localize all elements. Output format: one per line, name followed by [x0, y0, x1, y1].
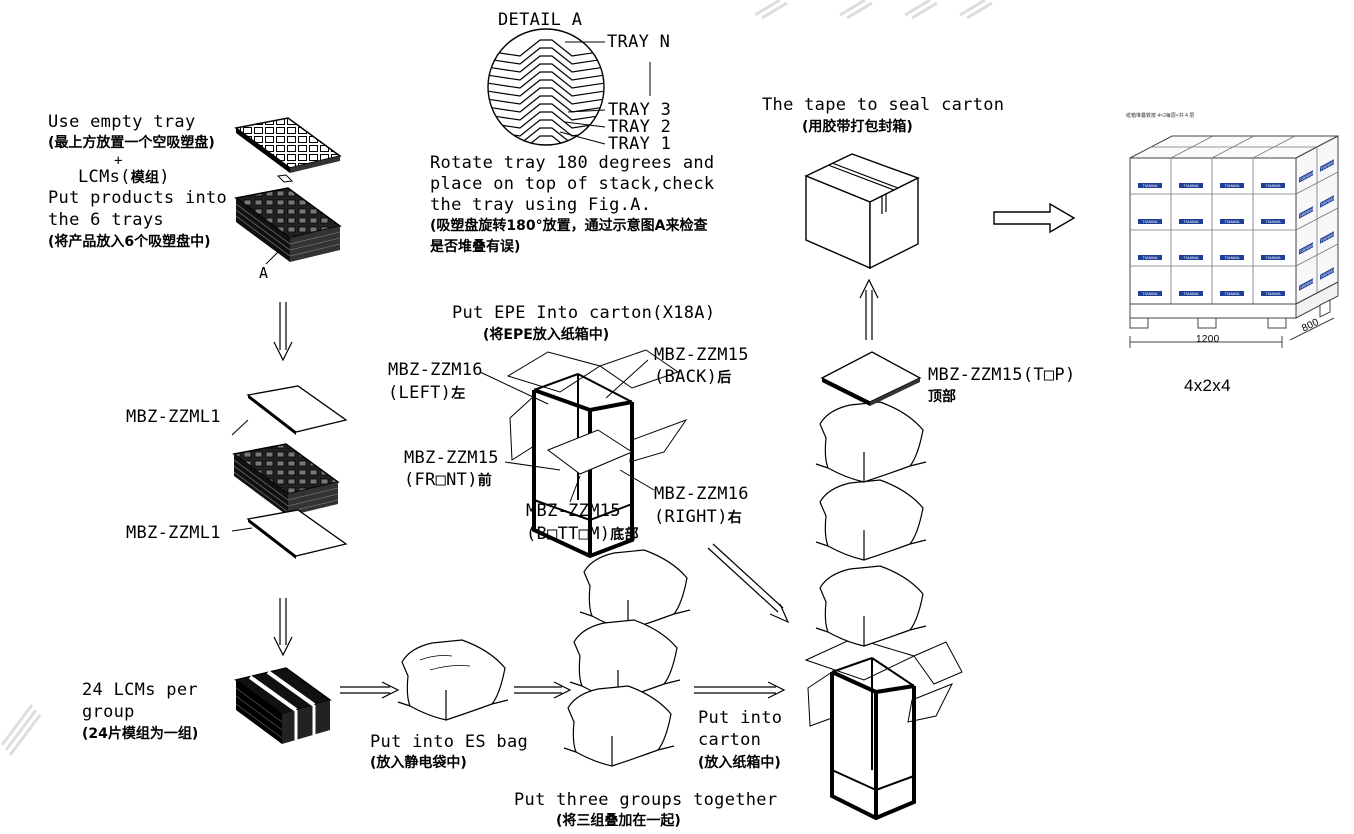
pallet-caption: 4x2x4	[1184, 376, 1231, 395]
es-bag-text: Put into ES bag	[370, 732, 529, 752]
detail-a-circle	[480, 29, 650, 152]
epe-bottom-code: MBZ-ZZM15	[526, 501, 621, 521]
pallet-drawing	[1130, 136, 1338, 348]
detail-a-title: DETAIL A	[498, 10, 583, 30]
tray-2-label: TRAY 2	[608, 117, 672, 137]
group-cn: (24片模组为一组)	[82, 726, 199, 742]
plus-sign: +	[114, 153, 123, 169]
epe-front-pos: (FR□NT)前	[404, 470, 493, 490]
epe-back-pos: (BACK)后	[654, 367, 732, 387]
epe-title: Put EPE Into carton(X18A)	[452, 303, 716, 323]
tray-stack-middle	[234, 444, 338, 516]
epe-carton-drawing	[480, 350, 686, 556]
epe-back-code: MBZ-ZZM15	[654, 345, 749, 365]
down-arrow-2	[274, 598, 292, 655]
top-epe-sheet	[822, 352, 920, 406]
detail-a-marker: A	[259, 264, 269, 282]
epe-cn: (将EPE放入纸箱中)	[483, 327, 610, 343]
hollow-arrow	[994, 204, 1074, 232]
lcm-group-drawing	[236, 668, 330, 744]
into-carton-text-2: carton	[698, 730, 762, 750]
rotate-cn-2: 是否堆叠有误)	[430, 239, 521, 255]
use-empty-tray-cn: (最上方放置一个空吸塑盘)	[48, 135, 215, 151]
empty-tray-drawing	[236, 118, 340, 182]
epe-right-code: MBZ-ZZM16	[654, 484, 749, 504]
up-arrow	[860, 280, 878, 340]
into-carton-cn: (放入纸箱中)	[698, 755, 781, 771]
watermark-marks	[2, 0, 992, 755]
tray-1-label: TRAY 1	[608, 134, 672, 154]
group-text-2: group	[82, 702, 135, 722]
into-carton-text-1: Put into	[698, 708, 783, 728]
tray-n-label: TRAY N	[607, 32, 671, 52]
three-groups-text: Put three groups together	[514, 790, 778, 810]
right-arrow-2	[514, 682, 570, 698]
es-bag-cn: (放入静电袋中)	[370, 755, 467, 771]
tape-cn: (用胶带打包封箱)	[802, 119, 913, 135]
six-trays-text: the 6 trays	[48, 210, 164, 230]
six-trays-cn: (将产品放入6个吸塑盘中)	[48, 234, 211, 250]
down-arrow-1	[274, 302, 292, 360]
stacked-packages-right	[816, 402, 926, 646]
rotate-text-3: the tray using Fig.A.	[430, 195, 652, 215]
diagonal-arrow	[708, 544, 788, 622]
epe-left-pos: (LEFT)左	[388, 383, 466, 403]
use-empty-tray-text: Use empty tray	[48, 112, 196, 132]
epe-right-pos: (RIGHT)右	[654, 507, 743, 527]
tray-stack-drawing	[236, 188, 340, 264]
es-bag-drawing	[398, 640, 508, 720]
separator-sheet-lower	[248, 510, 346, 559]
final-carton-drawing	[806, 638, 962, 818]
sealed-carton-drawing	[806, 154, 918, 268]
pallet-dim-1200: 1200	[1196, 334, 1220, 345]
epe-left-code: MBZ-ZZM16	[388, 360, 483, 380]
group-text-1: 24 LCMs per	[82, 680, 198, 700]
top-epe-code: MBZ-ZZM15(T□P)	[928, 365, 1076, 385]
rotate-text-1: Rotate tray 180 degrees and	[430, 153, 715, 173]
tray-3-label: TRAY 3	[608, 100, 672, 120]
stack-sheet-upper-label: MBZ-ZZML1	[126, 407, 221, 427]
rotate-cn-1: (吸塑盘旋转180°放置，通过示意图A来检查	[430, 218, 708, 234]
top-epe-cn: 顶部	[928, 389, 956, 405]
lcms-text: LCMs(模组)	[78, 167, 170, 187]
separator-sheet-upper	[248, 386, 346, 435]
tape-text: The tape to seal carton	[762, 95, 1005, 115]
stack-sheet-lower-label: MBZ-ZZML1	[126, 523, 221, 543]
put-products-text: Put products into	[48, 188, 228, 208]
epe-bottom-pos: (B□TT□M)底部	[526, 524, 639, 544]
epe-front-code: MBZ-ZZM15	[404, 448, 499, 468]
three-groups-drawing	[564, 550, 690, 766]
pallet-header: 纸箱堆叠数按 4×2每层×共 4 层	[1126, 113, 1195, 119]
three-groups-cn: (将三组叠加在一起)	[556, 813, 681, 829]
right-arrow-1	[340, 682, 398, 698]
rotate-text-2: place on top of stack,check	[430, 174, 715, 194]
right-arrow-3	[694, 682, 784, 698]
